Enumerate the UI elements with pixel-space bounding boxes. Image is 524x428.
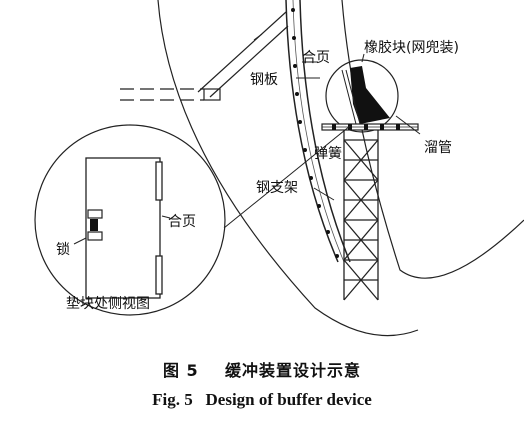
label-hinge-detail: 合页	[168, 214, 196, 230]
door-panel	[85, 157, 163, 299]
rubber-block	[350, 66, 390, 124]
label-steel-support: 钢支架	[256, 180, 298, 196]
detail-leader	[223, 125, 351, 229]
label-rubber-block: 橡胶块(网兜装)	[364, 39, 459, 56]
caption-zh-title: 缓冲装置设计示意	[224, 361, 361, 380]
caption-en-title: Design of buffer device	[205, 390, 372, 409]
lock-icon	[87, 209, 103, 241]
chute-outer-curve	[157, 0, 419, 337]
side-view-detail-circle	[34, 124, 226, 316]
dashed-plate	[120, 88, 221, 101]
steel-plate	[285, 0, 351, 263]
label-slide-pipe: 溜管	[424, 140, 452, 156]
caption-english: Fig. 5 Design of buffer device	[0, 390, 524, 410]
caption-en-number: Fig. 5	[152, 390, 193, 409]
connecting-rod	[197, 11, 289, 98]
label-pad-side-view: 垫块处侧视图	[66, 296, 150, 312]
caption-zh-number: 图 5	[162, 361, 199, 380]
label-steel-plate: 钢板	[250, 72, 278, 88]
leader-lines	[73, 53, 421, 245]
label-spring: 弹簧	[314, 146, 342, 162]
label-hinge-top: 合页	[302, 50, 330, 66]
caption-chinese: 图 5 缓冲装置设计示意	[0, 357, 524, 381]
slide-pipe	[321, 123, 419, 131]
label-lock: 锁	[56, 242, 70, 258]
steel-lattice-support	[343, 130, 379, 301]
